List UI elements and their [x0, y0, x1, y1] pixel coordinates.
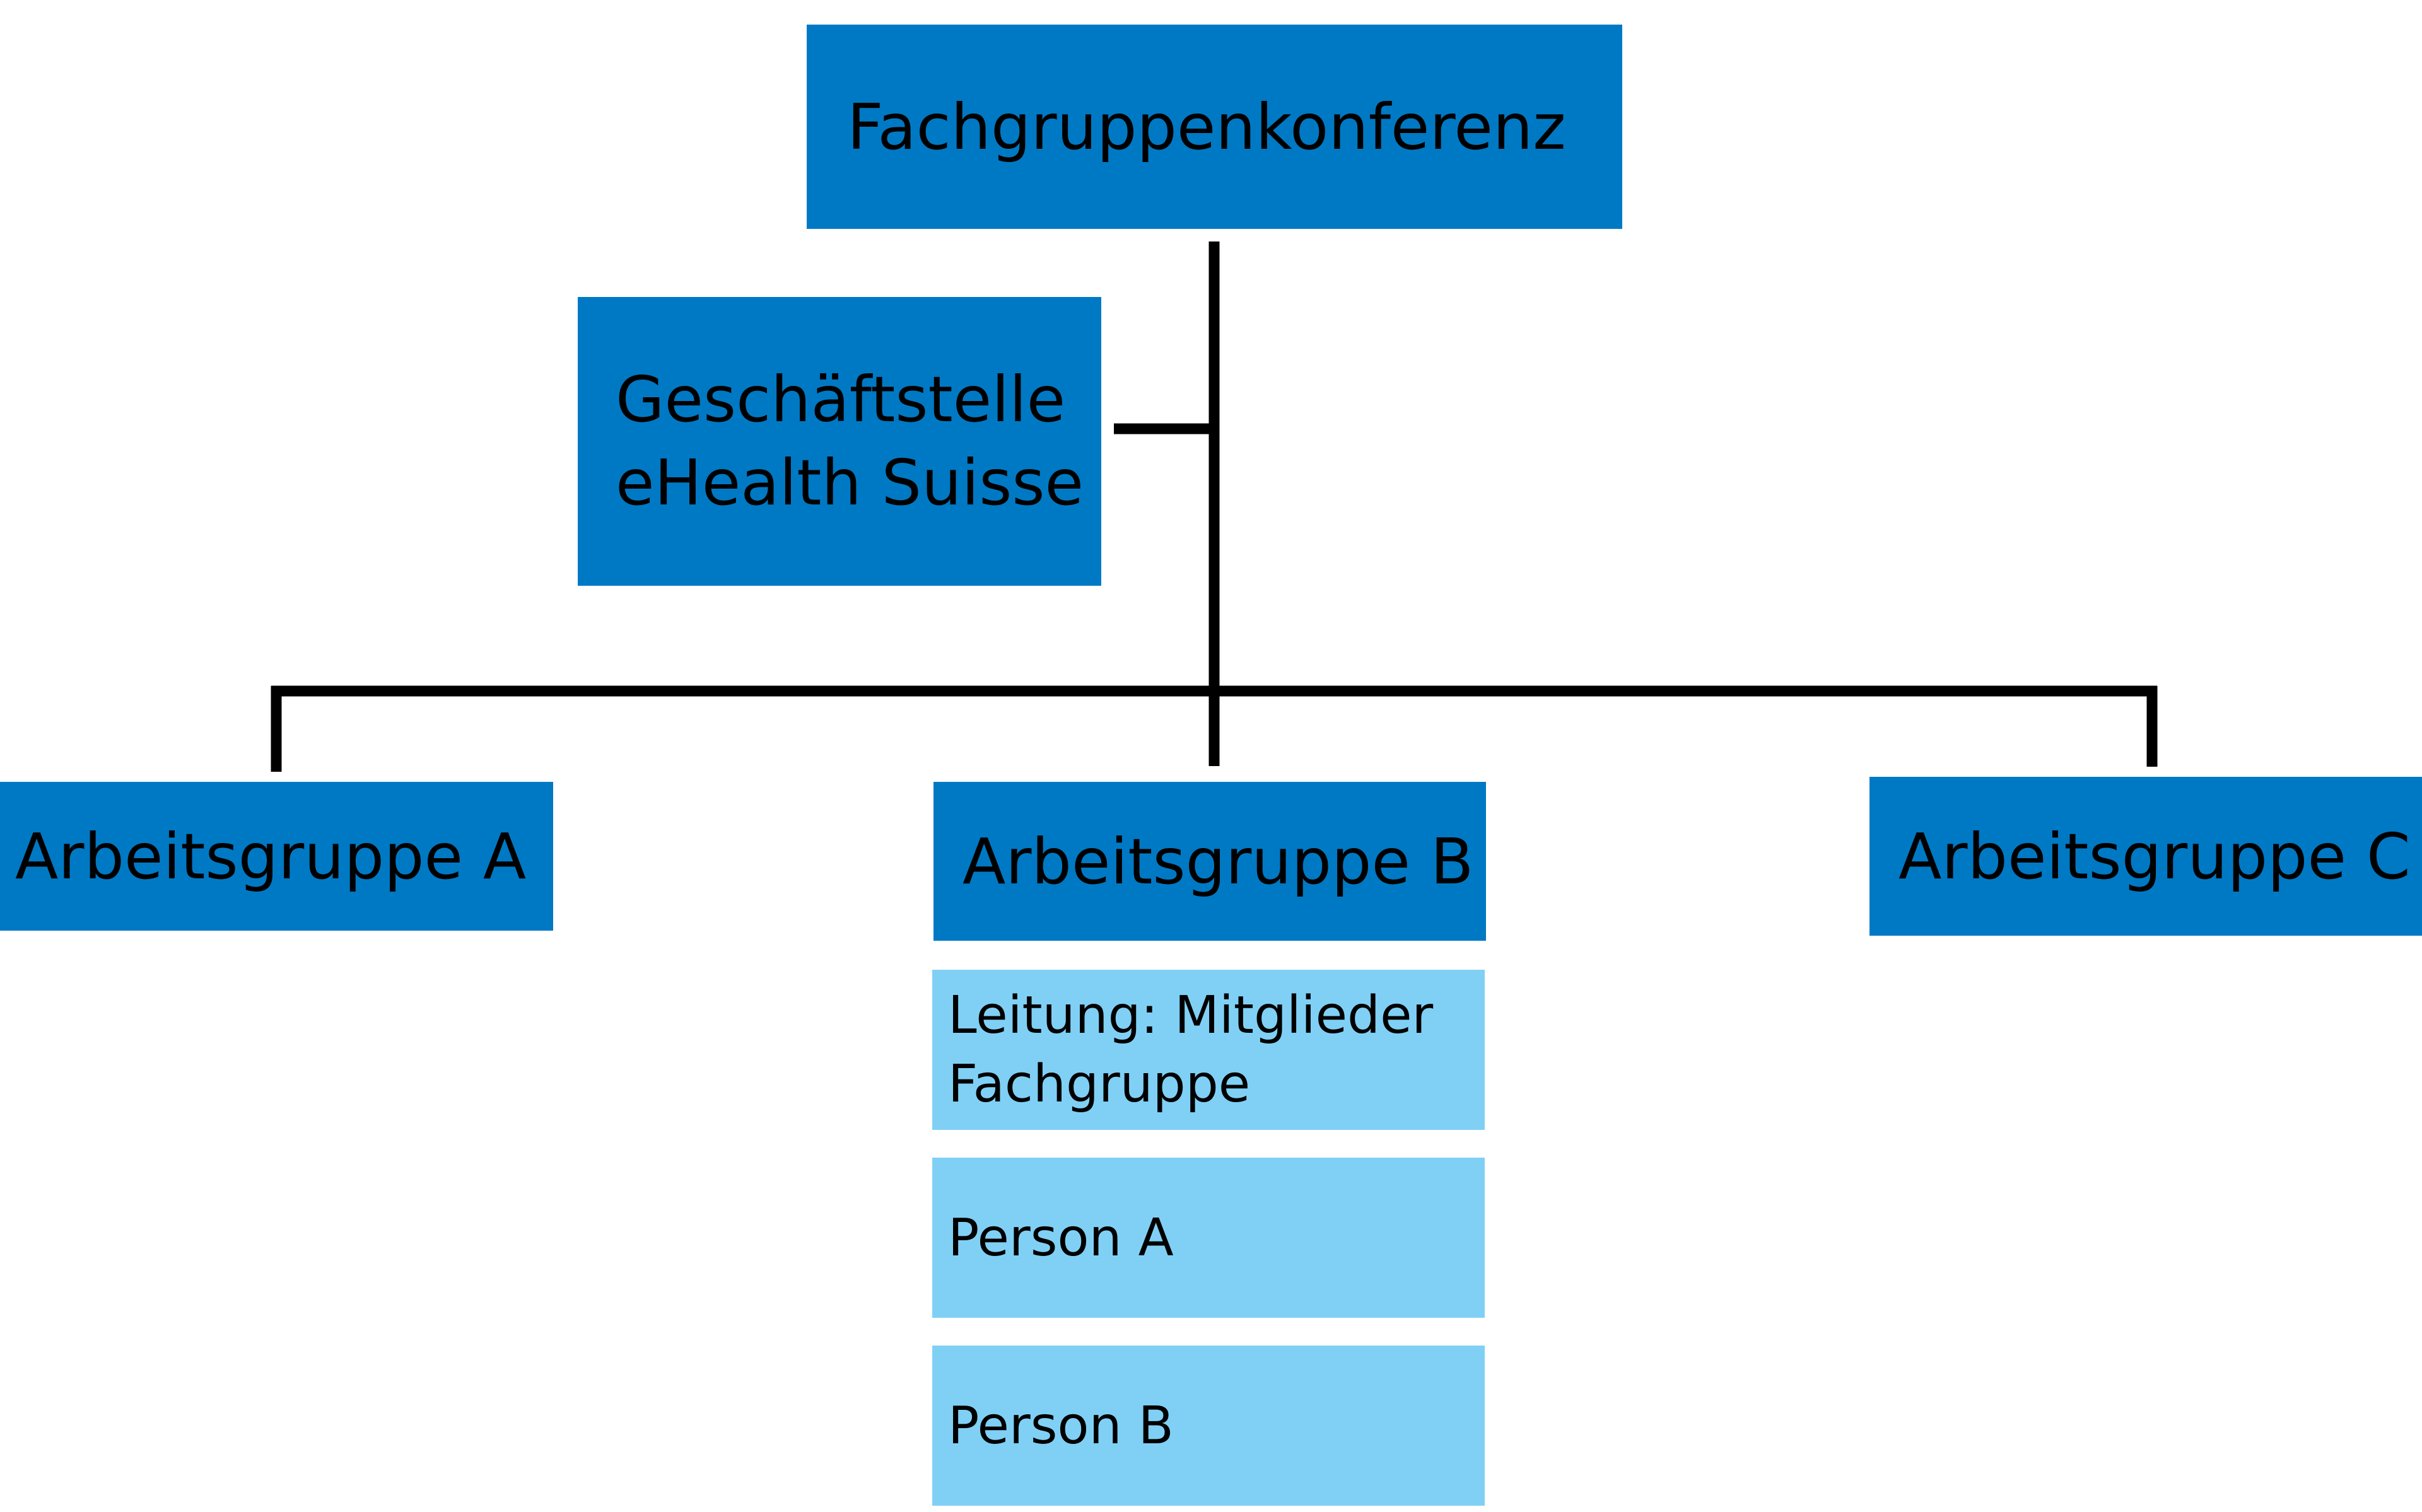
node-fachgruppenkonferenz-label: Fachgruppenkonferenz [847, 90, 1566, 164]
node-arbeitsgruppe-b-label: Arbeitsgruppe B [962, 824, 1474, 898]
node-arbeitsgruppe-b: Arbeitsgruppe B [933, 782, 1486, 941]
node-geschaeftsstelle-label: Geschäftstelle eHealth Suisse [616, 363, 1084, 520]
node-geschaeftsstelle: Geschäftstelle eHealth Suisse [578, 297, 1101, 586]
node-arbeitsgruppe-c: Arbeitsgruppe C [1869, 777, 2422, 936]
node-arbeitsgruppe-a-label: Arbeitsgruppe A [15, 819, 527, 893]
member-person-a-label: Person A [948, 1207, 1174, 1268]
node-fachgruppenkonferenz: Fachgruppenkonferenz [807, 25, 1622, 229]
member-person-b: Person B [932, 1346, 1485, 1506]
member-person-b-label: Person B [948, 1395, 1174, 1456]
member-leitung: Leitung: Mitglieder Fachgruppe [932, 970, 1485, 1130]
member-leitung-label: Leitung: Mitglieder Fachgruppe [948, 985, 1434, 1114]
member-person-a: Person A [932, 1158, 1485, 1318]
node-arbeitsgruppe-c-label: Arbeitsgruppe C [1898, 819, 2411, 893]
node-arbeitsgruppe-a: Arbeitsgruppe A [0, 782, 553, 931]
